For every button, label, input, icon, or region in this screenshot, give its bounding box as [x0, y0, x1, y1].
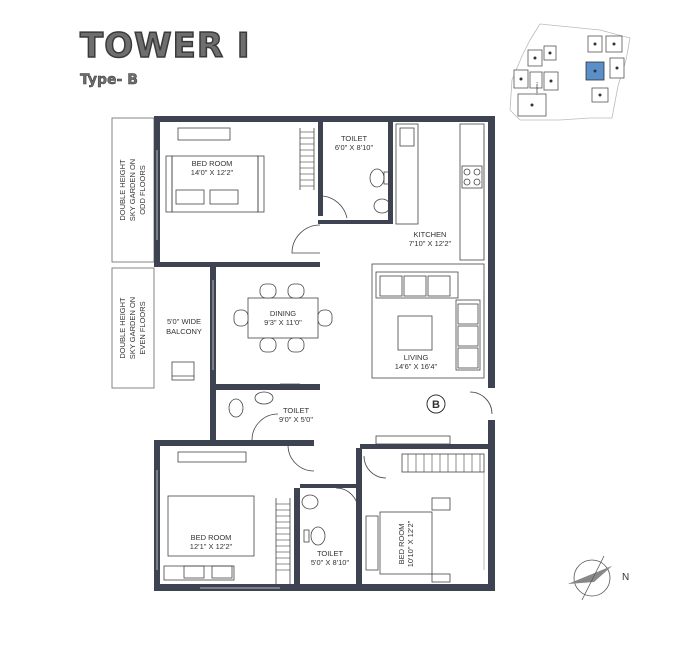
room-label-kitchen: KITCHEN 7'10" X 12'2" [409, 230, 452, 248]
svg-text:BED ROOM: BED ROOM [397, 524, 406, 565]
svg-text:6'0" X 8'10": 6'0" X 8'10" [335, 143, 374, 152]
unit-marker [426, 394, 446, 414]
wardrobe-hatch-2 [276, 503, 290, 571]
room-label-toilet1: TOILET 6'0" X 8'10" [335, 134, 374, 152]
bedroom1-furniture [165, 127, 315, 213]
svg-text:DINING: DINING [270, 309, 296, 318]
svg-text:9'0" X 5'0": 9'0" X 5'0" [279, 415, 313, 424]
sky-garden-even-text: DOUBLE HEIGHT SKY GARDEN ON EVEN FLOORS [118, 297, 147, 359]
room-label-toilet2: TOILET 9'0" X 5'0" [279, 406, 313, 424]
svg-text:14'0" X 12'2": 14'0" X 12'2" [191, 168, 234, 177]
sky-garden-odd-text: DOUBLE HEIGHT SKY GARDEN ON ODD FLOORS [118, 159, 147, 221]
kitchen-fixtures [395, 123, 485, 261]
svg-text:5'0" WIDE: 5'0" WIDE [167, 317, 201, 326]
svg-text:7'10" X 12'2": 7'10" X 12'2" [409, 239, 452, 248]
svg-text:KITCHEN: KITCHEN [414, 230, 447, 239]
svg-text:12'1" X 12'2": 12'1" X 12'2" [190, 542, 233, 551]
svg-text:SKY GARDEN ON: SKY GARDEN ON [128, 159, 137, 221]
wardrobe-hatch-3 [407, 454, 481, 472]
svg-text:SKY GARDEN ON: SKY GARDEN ON [128, 297, 137, 359]
svg-text:5'0" X 8'10": 5'0" X 8'10" [311, 558, 350, 567]
balcony-unit [171, 361, 195, 381]
key-plan-outline [509, 23, 631, 121]
bedroom2-furniture [163, 451, 291, 584]
north-arrow-icon [568, 555, 612, 601]
svg-text:LIVING: LIVING [404, 353, 429, 362]
door-swings [251, 195, 493, 511]
toilet3-fixtures [301, 494, 326, 546]
svg-text:TOILET: TOILET [283, 406, 310, 415]
room-label-dining: DINING 9'3" X 11'0" [264, 309, 302, 327]
room-label-living: LIVING 14'6" X 16'4" [395, 353, 438, 371]
walls [154, 116, 495, 591]
svg-text:EVEN FLOORS: EVEN FLOORS [138, 301, 147, 354]
living-furniture [371, 263, 485, 379]
svg-text:DOUBLE HEIGHT: DOUBLE HEIGHT [118, 297, 127, 359]
wardrobe-hatch-1 [300, 131, 314, 187]
toilet2-fixtures [228, 383, 300, 418]
svg-text:14'6" X 16'4": 14'6" X 16'4" [395, 362, 438, 371]
svg-text:BALCONY: BALCONY [166, 327, 202, 336]
svg-text:TOILET: TOILET [341, 134, 368, 143]
room-label-bedroom3: BED ROOM 10'10" X 12'2" [397, 520, 415, 567]
svg-text:9'3" X 11'0": 9'3" X 11'0" [264, 318, 302, 327]
sky-garden-odd-box [111, 117, 155, 263]
north-label: N [622, 572, 629, 583]
dining-table [233, 283, 333, 353]
room-label-bedroom1: BED ROOM 14'0" X 12'2" [191, 159, 234, 177]
svg-text:DOUBLE HEIGHT: DOUBLE HEIGHT [118, 159, 127, 221]
svg-text:10'10" X 12'2": 10'10" X 12'2" [406, 520, 415, 567]
sky-garden-even-box [111, 267, 155, 389]
room-label-toilet3: TOILET 5'0" X 8'10" [311, 549, 350, 567]
svg-text:BED ROOM: BED ROOM [191, 533, 232, 542]
room-label-bedroom2: BED ROOM 12'1" X 12'2" [190, 533, 233, 551]
svg-text:ODD FLOORS: ODD FLOORS [138, 165, 147, 215]
svg-text:BED ROOM: BED ROOM [192, 159, 233, 168]
toilet1-fixtures [369, 168, 391, 214]
bedroom3-furniture [365, 435, 485, 583]
svg-text:TOILET: TOILET [317, 549, 344, 558]
unit-marker-label: B [432, 399, 440, 411]
unit-type-label: Type- B [80, 72, 138, 89]
room-label-balcony: 5'0" WIDE BALCONY [166, 317, 202, 336]
key-block [529, 71, 543, 89]
key-plan-label: TOWER I [535, 82, 539, 95]
page-title: TOWER I [79, 25, 251, 67]
